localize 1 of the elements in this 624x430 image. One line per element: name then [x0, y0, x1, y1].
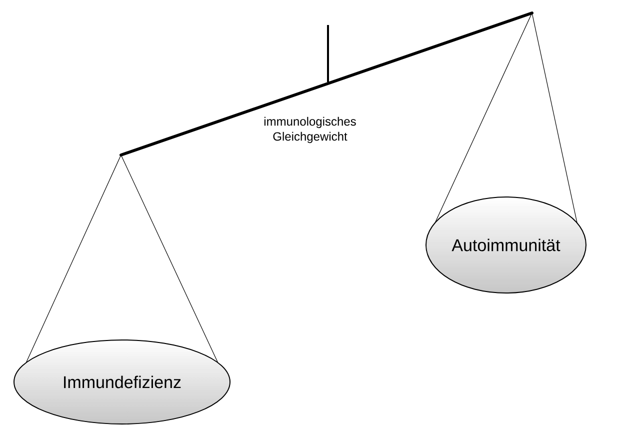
caption-text: immunologisches Gleichgewicht [264, 116, 356, 144]
